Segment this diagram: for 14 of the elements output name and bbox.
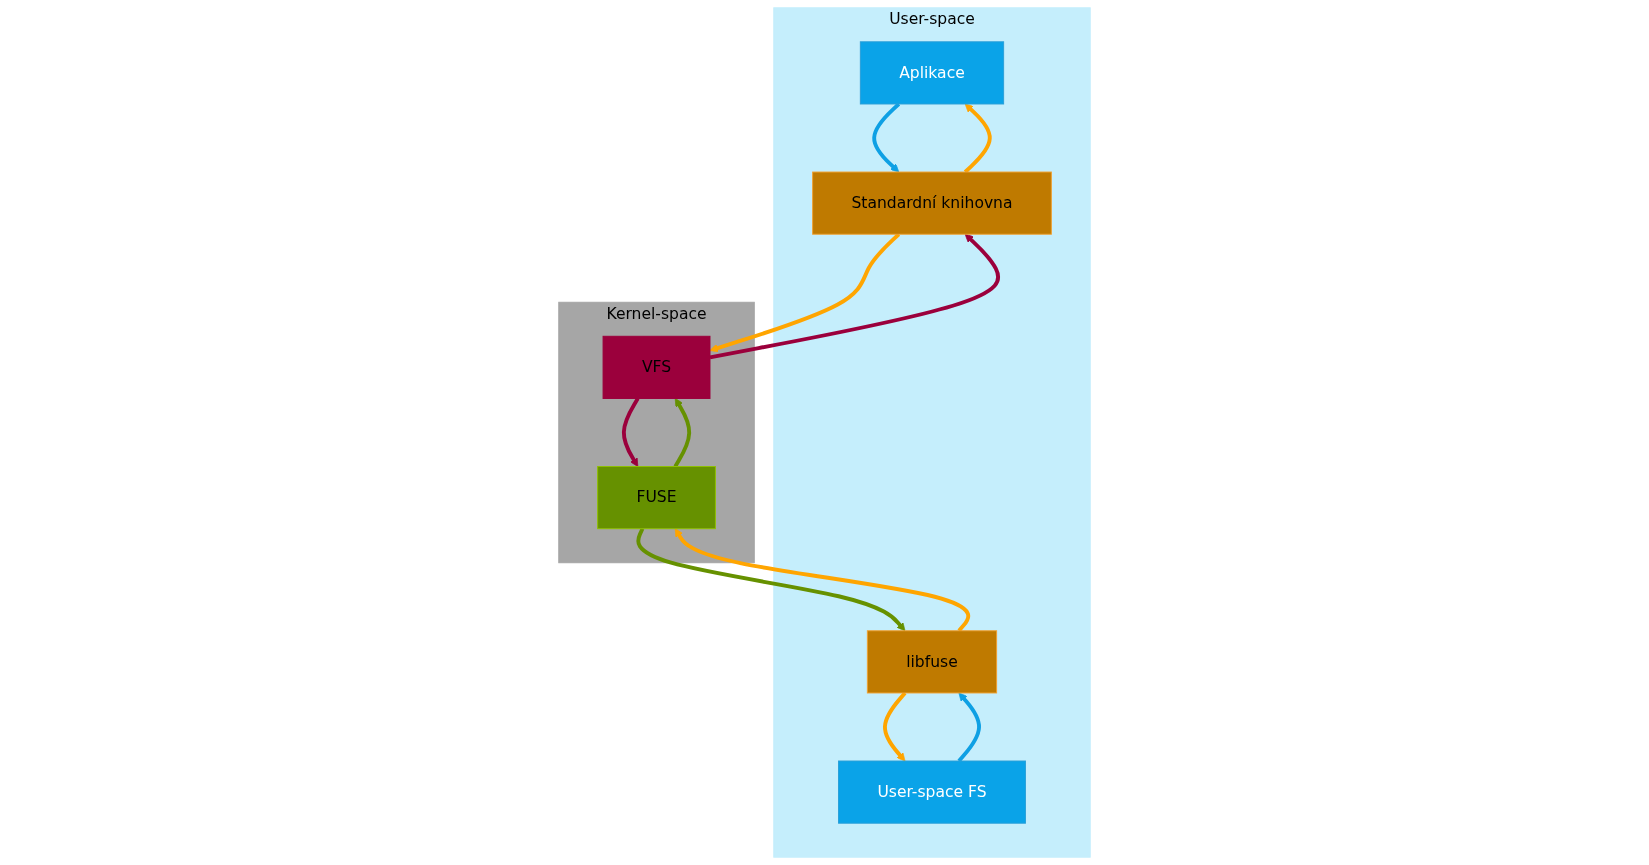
arrow [957,692,981,763]
arrow [872,102,901,173]
arrow [636,527,906,632]
arrow [673,398,692,468]
arrow [963,103,992,174]
node-box: VFS [602,335,711,399]
arrow [709,233,1001,360]
arrow [883,691,907,762]
node-box: Standardní knihovna [812,171,1052,235]
arrow [621,397,640,467]
node-box: libfuse [866,630,998,694]
node-box: FUSE [597,466,716,530]
node-box: Aplikace [859,41,1005,105]
node-box: User-space FS [838,760,1026,824]
